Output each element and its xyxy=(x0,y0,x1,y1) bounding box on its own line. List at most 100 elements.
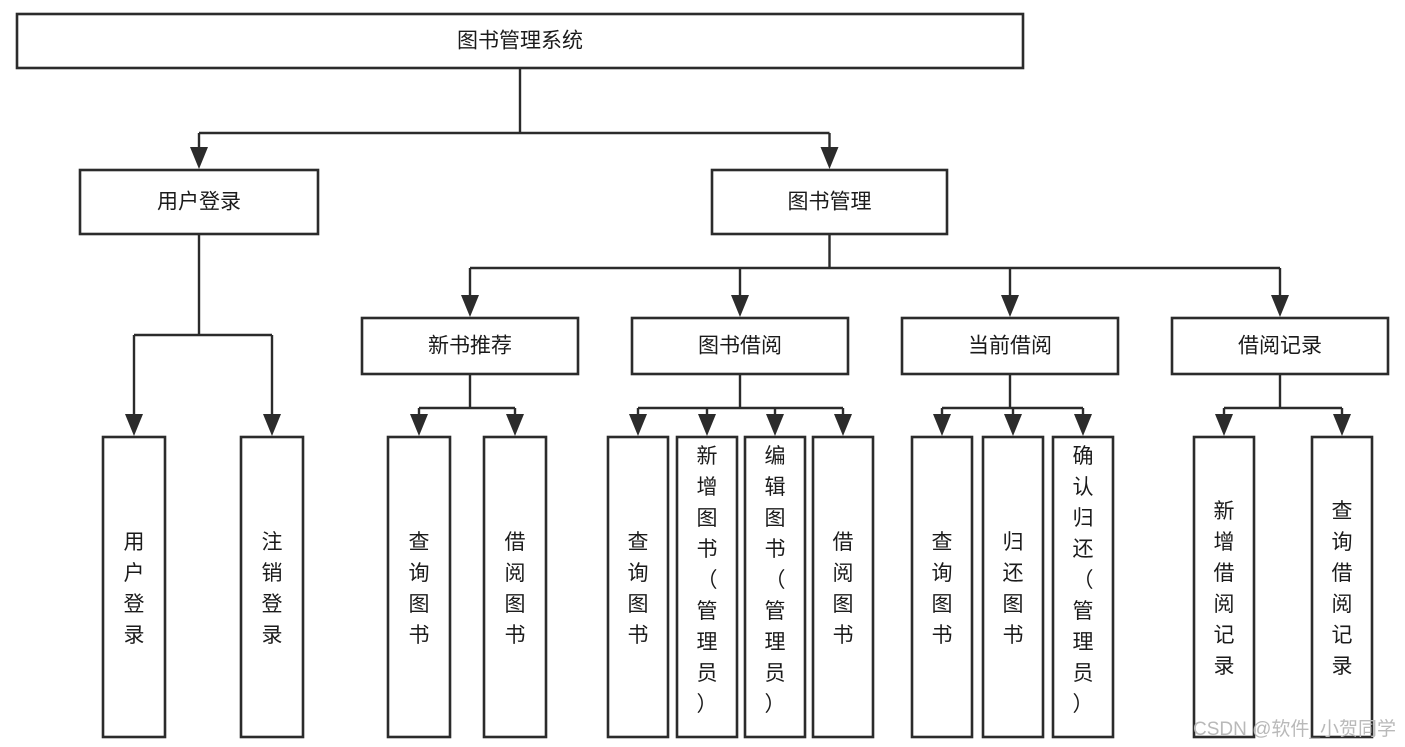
node-label-char: 登 xyxy=(124,593,145,616)
arrow-head-icon xyxy=(1333,414,1351,436)
node-label-char: 增 xyxy=(697,476,718,499)
node-box xyxy=(239,435,305,739)
node-label-char: 录 xyxy=(1214,655,1235,678)
node-book-manage[interactable]: 图书管理 xyxy=(710,168,949,236)
node-label-char: 借 xyxy=(1332,562,1353,585)
node-label-char: 录 xyxy=(1332,655,1353,678)
arrow-head-icon xyxy=(766,414,784,436)
node-label-char: 户 xyxy=(124,562,145,585)
node-label-char: ） xyxy=(1073,693,1094,716)
node-box xyxy=(675,435,739,739)
node-label-char: 员 xyxy=(1073,662,1094,685)
node-label-char: 归 xyxy=(1003,531,1024,554)
node-label-char: 认 xyxy=(1073,476,1094,499)
node-label-char: ） xyxy=(697,693,718,716)
node-box xyxy=(482,435,548,739)
node-label: 当前借阅 xyxy=(968,335,1052,358)
node-label: 图书管理系统 xyxy=(457,30,583,53)
nodes-layer: 图书管理系统用户登录图书管理新书推荐图书借阅当前借阅借阅记录用户登录注销登录查询… xyxy=(15,12,1390,739)
node-label-char: 书 xyxy=(505,624,526,647)
node-label-char: 书 xyxy=(833,624,854,647)
arrow-head-icon xyxy=(698,414,716,436)
node-label-char: 图 xyxy=(409,593,430,616)
node-new-book-recommend[interactable]: 新书推荐 xyxy=(360,316,580,376)
node-label: 借阅记录 xyxy=(1238,335,1322,358)
node-label-char: 图 xyxy=(697,507,718,530)
node-box xyxy=(15,12,1025,70)
node-label-char: （ xyxy=(697,569,718,592)
node-box xyxy=(710,168,949,236)
node-label-char: 询 xyxy=(409,562,430,585)
node-label-char: 阅 xyxy=(833,562,854,585)
node-label-char: 增 xyxy=(1214,531,1235,554)
arrow-head-icon xyxy=(731,295,749,317)
node-box xyxy=(910,435,974,739)
node-current-borrow[interactable]: 当前借阅 xyxy=(900,316,1120,376)
node-label-char: 录 xyxy=(124,624,145,647)
node-box xyxy=(981,435,1045,739)
node-label-char: 还 xyxy=(1003,562,1024,585)
node-box xyxy=(630,316,850,376)
node-label-char: 借 xyxy=(1214,562,1235,585)
node-label-char: 新 xyxy=(1214,500,1235,523)
arrow-head-icon xyxy=(461,295,479,317)
connectors-layer xyxy=(125,68,1351,436)
node-label-char: 确 xyxy=(1073,445,1094,468)
arrow-head-icon xyxy=(190,147,208,169)
node-box xyxy=(101,435,167,739)
node-label-char: 用 xyxy=(124,531,145,554)
node-label: 图书管理 xyxy=(788,191,872,214)
node-root[interactable]: 图书管理系统 xyxy=(15,12,1025,70)
node-label: 图书借阅 xyxy=(698,335,782,358)
node-label: 新书推荐 xyxy=(428,335,512,358)
node-book-borrow[interactable]: 图书借阅 xyxy=(630,316,850,376)
arrow-head-icon xyxy=(1271,295,1289,317)
node-label-char: 编 xyxy=(765,445,786,468)
watermark-label: CSDN @软件_小贺同学 xyxy=(1193,718,1396,740)
node-user-login[interactable]: 用户登录 xyxy=(78,168,320,236)
node-label-char: （ xyxy=(1073,569,1094,592)
node-label-char: 管 xyxy=(697,600,718,623)
node-box xyxy=(1051,435,1115,739)
node-label-char: 图 xyxy=(628,593,649,616)
node-label-char: 书 xyxy=(765,538,786,561)
node-label-char: 借 xyxy=(505,531,526,554)
node-label-char: 阅 xyxy=(1332,593,1353,616)
node-box xyxy=(1310,435,1374,739)
arrow-head-icon xyxy=(263,414,281,436)
node-label-char: 询 xyxy=(1332,531,1353,554)
node-label-char: 理 xyxy=(765,631,786,654)
node-borrow-records[interactable]: 借阅记录 xyxy=(1170,316,1390,376)
node-label-char: 借 xyxy=(833,531,854,554)
arrow-head-icon xyxy=(933,414,951,436)
node-label-char: 图 xyxy=(505,593,526,616)
arrow-head-icon xyxy=(629,414,647,436)
arrow-head-icon xyxy=(834,414,852,436)
node-label-char: 书 xyxy=(1003,624,1024,647)
node-label-char: 图 xyxy=(765,507,786,530)
node-label-char: 图 xyxy=(932,593,953,616)
arrow-head-icon xyxy=(1001,295,1019,317)
arrow-head-icon xyxy=(1004,414,1022,436)
node-label-char: 辑 xyxy=(765,476,786,499)
node-leaf-user-login[interactable]: 用户登录 xyxy=(101,435,167,739)
node-box xyxy=(78,168,320,236)
node-box xyxy=(386,435,452,739)
node-label-char: 记 xyxy=(1214,624,1235,647)
node-label-char: 询 xyxy=(628,562,649,585)
node-box xyxy=(743,435,807,739)
